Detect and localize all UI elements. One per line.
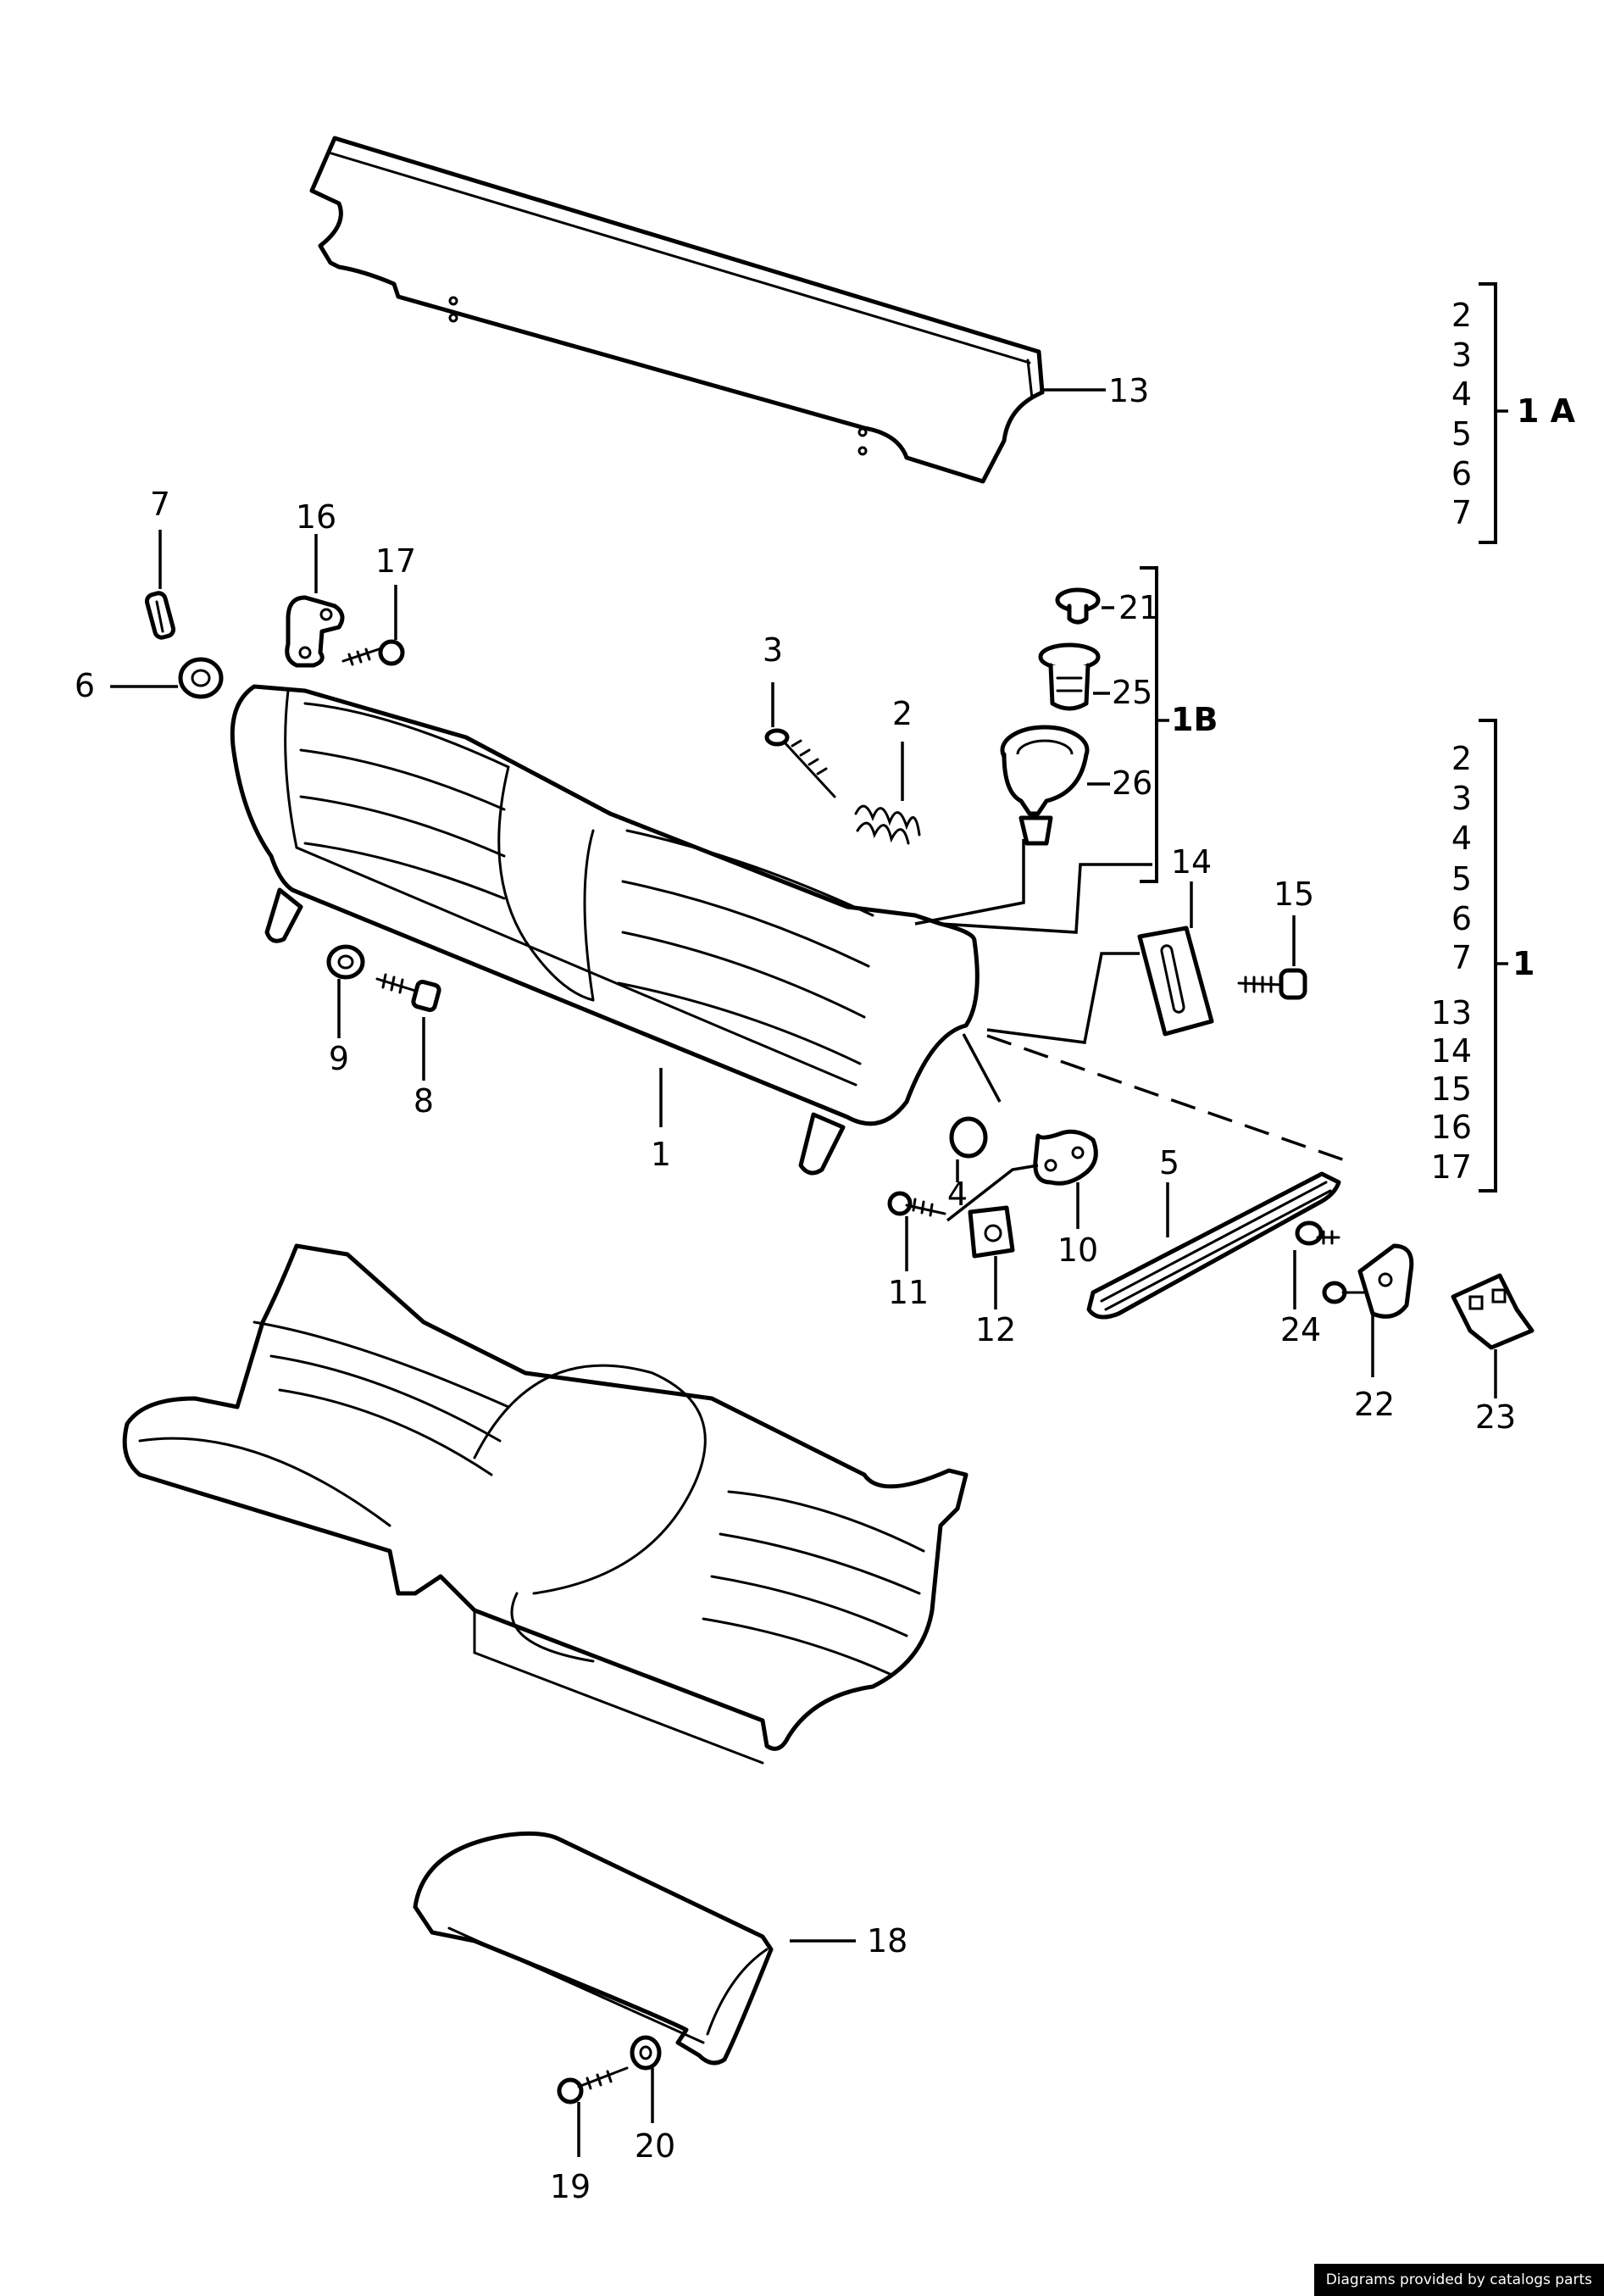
group-labels: 1B 2 3 4 5 6 7 1 A 2 3 4 5 6 7 13 14 15 …: [1171, 297, 1576, 1186]
group-1-item: 3: [1451, 780, 1472, 817]
group-label-1a: 1 A: [1517, 392, 1576, 430]
callout-3: 3: [763, 631, 783, 669]
callout-20: 20: [635, 2127, 675, 2165]
callout-21: 21: [1118, 589, 1159, 626]
seat-bottom-cushion: [122, 1243, 969, 1765]
group-1a-item: 6: [1451, 455, 1472, 492]
group-1a-item: 7: [1451, 494, 1472, 531]
group-1-item: 14: [1431, 1032, 1472, 1070]
group-1-item: 4: [1451, 820, 1472, 857]
group-1-item: 16: [1431, 1109, 1472, 1146]
callout-25: 25: [1112, 674, 1152, 711]
group-1a-item: 2: [1451, 297, 1472, 334]
callout-17: 17: [375, 542, 416, 580]
callout-4: 4: [947, 1176, 968, 1213]
group-label-1b: 1B: [1171, 701, 1218, 738]
part-22-hinge-plate: [1322, 1243, 1414, 1319]
callout-10: 10: [1057, 1231, 1098, 1269]
part-3-screw: [764, 728, 836, 798]
callout-8: 8: [413, 1082, 434, 1120]
group-1-item: 13: [1431, 994, 1472, 1031]
callout-18: 18: [867, 1922, 907, 1960]
part-16-clip: [285, 595, 345, 668]
callout-11: 11: [888, 1274, 929, 1311]
callout-23: 23: [1475, 1398, 1516, 1436]
group-1-item: 17: [1431, 1148, 1472, 1186]
callout-5: 5: [1159, 1144, 1179, 1181]
part-8-bolt: [375, 973, 441, 1013]
part-10-bracket: [1033, 1129, 1098, 1186]
part-24-screw: [1295, 1220, 1340, 1246]
part-5-strip: [1086, 1171, 1341, 1320]
callout-12: 12: [975, 1311, 1016, 1348]
part-17-screw: [341, 639, 405, 666]
group-1-item: 6: [1451, 900, 1472, 937]
group-1-item: 15: [1431, 1070, 1472, 1108]
part-25-knob: [1038, 642, 1101, 711]
part-9-washer: [326, 944, 365, 980]
group-label-1: 1: [1512, 945, 1535, 982]
part-7-pin: [144, 591, 176, 640]
part-14-plate: [1137, 926, 1214, 1037]
callout-14: 14: [1171, 843, 1212, 881]
part-18-cover: [413, 1831, 774, 2065]
group-1-item: 2: [1451, 740, 1472, 777]
callout-19: 19: [550, 2168, 591, 2205]
group-1a-item: 5: [1451, 415, 1472, 453]
part-12-clip-nut: [968, 1205, 1015, 1259]
callout-9: 9: [329, 1040, 349, 1077]
group-1-item: 5: [1451, 860, 1472, 898]
group-1-item: 7: [1451, 939, 1472, 976]
part-6-washer: [178, 657, 224, 699]
part-4-bumper: [949, 1116, 988, 1159]
part-19-screw: [557, 2066, 629, 2104]
callout-15: 15: [1274, 876, 1314, 913]
callout-1: 1: [651, 1136, 671, 1173]
part-11-screw: [887, 1191, 946, 1217]
group-1a-item: 4: [1451, 375, 1472, 413]
group-1a-list: 2 3 4 5 6 7: [1451, 297, 1472, 531]
leader-lines: [110, 388, 1497, 2157]
part-26-housing: [1000, 725, 1090, 846]
part-13-shelf-panel: [309, 136, 1045, 484]
callout-22: 22: [1354, 1386, 1395, 1423]
callout-13: 13: [1108, 372, 1149, 409]
callout-7: 7: [150, 486, 170, 523]
callout-labels: 7 6 16 17 3 2 13 21 25 26 14 15 9 8 1 4 …: [75, 372, 1516, 2205]
part-20-washer: [630, 2035, 662, 2071]
part-23-bracket: [1451, 1273, 1535, 1350]
part-21-cap: [1055, 587, 1101, 625]
part-1-backrest: [230, 684, 980, 1176]
group-1-list: 2 3 4 5 6 7 13 14 15 16 17: [1431, 740, 1472, 1186]
part-15-screw: [1237, 968, 1307, 1000]
part-2-spring: [854, 804, 921, 845]
callout-16: 16: [296, 498, 336, 536]
group-brackets: [1140, 282, 1508, 1192]
callout-6: 6: [75, 667, 95, 704]
callout-24: 24: [1280, 1311, 1321, 1348]
callout-2: 2: [892, 695, 913, 732]
callout-26: 26: [1112, 764, 1152, 802]
group-1a-item: 3: [1451, 336, 1472, 374]
credit-badge: Diagrams provided by catalogs parts: [1313, 2264, 1604, 2296]
